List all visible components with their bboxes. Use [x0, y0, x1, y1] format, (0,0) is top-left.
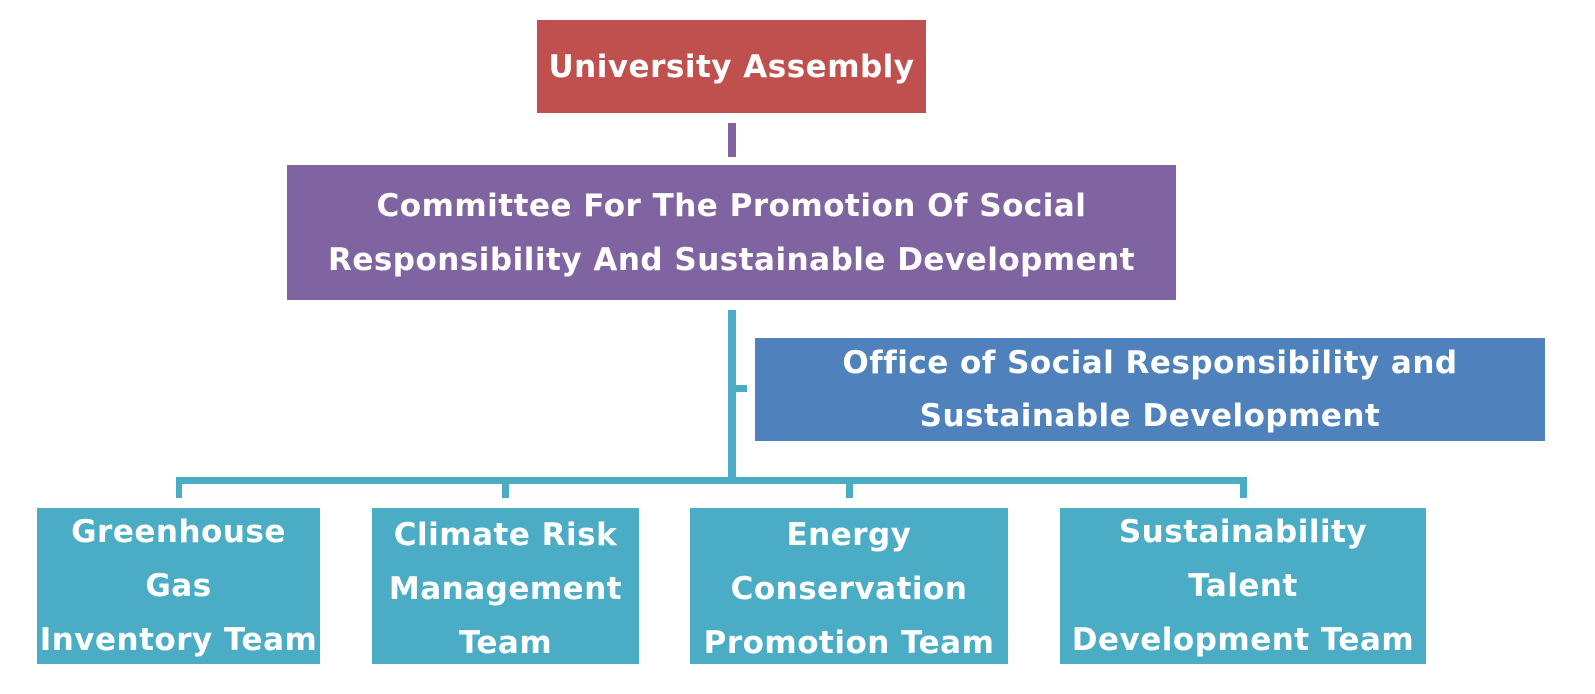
- connector-teams-bus: [176, 477, 1247, 484]
- node-label: Energy Conservation Promotion Team: [703, 517, 995, 661]
- connector-office-stub: [736, 385, 747, 392]
- node-label: Sustainability Talent Development Team: [1071, 514, 1415, 658]
- node-label: Committee For The Promotion Of Social Re…: [327, 187, 1136, 278]
- node-label: Office of Social Responsibility and Sust…: [842, 344, 1458, 434]
- node-team-greenhouse-gas: Greenhouse Gas Inventory Team: [37, 508, 320, 664]
- connector-drop-team-2: [846, 477, 853, 498]
- node-team-climate-risk: Climate Risk Management Team: [372, 508, 639, 664]
- node-team-sustainability-talent: Sustainability Talent Development Team: [1060, 508, 1426, 664]
- node-label: University Assembly: [548, 48, 915, 85]
- connector-drop-team-0: [176, 477, 182, 498]
- node-committee: Committee For The Promotion Of Social Re…: [287, 165, 1176, 300]
- node-label: Climate Risk Management Team: [388, 517, 623, 661]
- connector-drop-team-3: [1240, 477, 1247, 498]
- node-office: Office of Social Responsibility and Sust…: [755, 338, 1545, 441]
- connector-assembly-committee: [728, 123, 736, 157]
- connector-trunk: [728, 310, 736, 484]
- connector-drop-team-1: [502, 477, 509, 498]
- node-team-energy-conservation: Energy Conservation Promotion Team: [690, 508, 1008, 664]
- node-university-assembly: University Assembly: [537, 20, 926, 113]
- node-label: Greenhouse Gas Inventory Team: [39, 514, 318, 658]
